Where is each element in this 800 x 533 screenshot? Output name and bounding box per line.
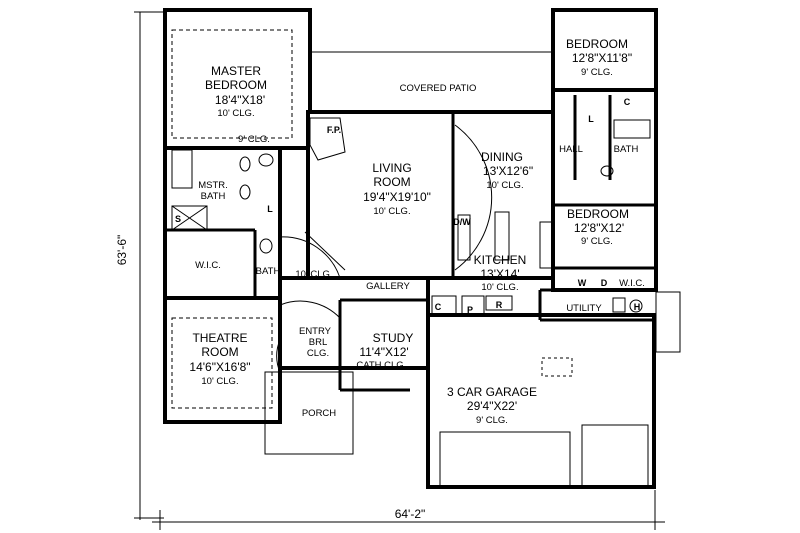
svg-text:R: R — [496, 300, 503, 310]
svg-text:10' CLG.: 10' CLG. — [373, 206, 410, 217]
svg-text:L: L — [588, 114, 594, 124]
svg-text:H: H — [634, 302, 641, 312]
dining-label: DINING 13'X12'6" 10' CLG. — [481, 150, 533, 191]
gallery-clg-label: 10' CLG. — [295, 269, 332, 280]
svg-text:19'4"X19'10": 19'4"X19'10" — [363, 190, 431, 204]
interior-walls — [165, 88, 656, 487]
svg-text:BEDROOM: BEDROOM — [205, 78, 267, 92]
svg-text:9' CLG.: 9' CLG. — [476, 415, 508, 426]
svg-text:ROOM: ROOM — [373, 175, 410, 189]
bedroom-2-label: BEDROOM 12'8"X12' 9' CLG. — [567, 207, 629, 247]
svg-text:13'X12'6": 13'X12'6" — [483, 164, 533, 178]
svg-text:C: C — [624, 97, 631, 107]
svg-text:18'4"X18': 18'4"X18' — [215, 93, 265, 107]
svg-text:L: L — [267, 204, 273, 214]
svg-text:10' CLG.: 10' CLG. — [201, 376, 238, 387]
bath-left-label: BATH — [256, 266, 281, 277]
svg-text:10' CLG.: 10' CLG. — [486, 180, 523, 191]
svg-text:BEDROOM: BEDROOM — [567, 207, 629, 221]
svg-text:10' CLG.: 10' CLG. — [481, 282, 518, 293]
fixtures — [171, 29, 651, 488]
svg-text:ROOM: ROOM — [201, 345, 238, 359]
svg-text:12'8"X11'8": 12'8"X11'8" — [572, 51, 632, 65]
dimension-lines: 63'-6" 64'-2" — [115, 11, 665, 530]
fixture-letters: F.P. D/W C C P R L L S W D H — [175, 97, 640, 315]
svg-text:D: D — [601, 278, 608, 288]
study-label: STUDY 11'4"X12' CATH CLG — [356, 331, 413, 371]
bedroom-1-label: BEDROOM 12'8"X11'8" 9' CLG. — [566, 37, 632, 78]
svg-text:13'X14': 13'X14' — [480, 267, 519, 281]
exterior-walls — [163, 8, 681, 489]
svg-text:THEATRE: THEATRE — [192, 331, 247, 345]
garage-label: 3 CAR GARAGE 29'4"X22' 9' CLG. — [447, 385, 537, 426]
living-room-label: LIVING ROOM 19'4"X19'10" 10' CLG. — [363, 161, 431, 217]
svg-text:W: W — [578, 278, 587, 288]
svg-text:CATH CLG: CATH CLG — [356, 360, 403, 371]
hall-label: HALL — [559, 144, 583, 155]
svg-text:ENTRY: ENTRY — [299, 326, 332, 337]
svg-text:S: S — [175, 214, 181, 224]
svg-text:D/W: D/W — [453, 217, 471, 227]
height-dimension-label: 63'-6" — [115, 235, 129, 266]
mstr-bath-label-line2: BATH — [201, 191, 226, 202]
kitchen-label: KITCHEN 13'X14' 10' CLG. — [474, 253, 527, 293]
svg-text:C: C — [435, 302, 442, 312]
svg-text:29'4"X22': 29'4"X22' — [467, 399, 517, 413]
svg-text:F.P.: F.P. — [327, 125, 341, 135]
bath-right-label: BATH — [614, 144, 639, 155]
svg-text:14'6"X16'8": 14'6"X16'8" — [189, 360, 250, 374]
porch-label: PORCH — [302, 408, 336, 419]
svg-text:12'8"X12': 12'8"X12' — [574, 221, 624, 235]
svg-text:9' CLG.: 9' CLG. — [581, 236, 613, 247]
width-dimension-label: 64'-2" — [395, 507, 426, 521]
wic-master-label: W.I.C. — [195, 260, 221, 271]
svg-text:KITCHEN: KITCHEN — [474, 253, 527, 267]
svg-text:CLG.: CLG. — [307, 348, 329, 359]
svg-text:BRL: BRL — [309, 337, 327, 348]
svg-text:LIVING: LIVING — [372, 161, 411, 175]
gallery-label: GALLERY — [366, 281, 410, 292]
svg-text:MASTER: MASTER — [211, 64, 261, 78]
master-bedroom-label: MASTER BEDROOM 18'4"X18' 10' CLG. — [205, 64, 267, 119]
svg-text:P: P — [467, 305, 473, 315]
svg-text:3 CAR GARAGE: 3 CAR GARAGE — [447, 385, 537, 399]
theatre-room-label: THEATRE ROOM 14'6"X16'8" 10' CLG. — [189, 331, 250, 387]
entry-label: ENTRY BRL CLG. — [299, 326, 332, 359]
utility-label: UTILITY — [566, 303, 602, 314]
wic-right-label: W.I.C. — [619, 278, 645, 289]
master-clg-label: 9' CLG. — [238, 134, 270, 145]
mstr-bath-label-line1: MSTR. — [198, 180, 228, 191]
svg-text:BEDROOM: BEDROOM — [566, 37, 628, 51]
svg-text:10' CLG.: 10' CLG. — [217, 108, 254, 119]
covered-patio-label: COVERED PATIO — [400, 83, 477, 94]
svg-text:DINING: DINING — [481, 150, 523, 164]
svg-text:9' CLG.: 9' CLG. — [581, 67, 613, 78]
svg-text:11'4"X12': 11'4"X12' — [359, 345, 408, 359]
svg-text:STUDY: STUDY — [373, 331, 414, 345]
